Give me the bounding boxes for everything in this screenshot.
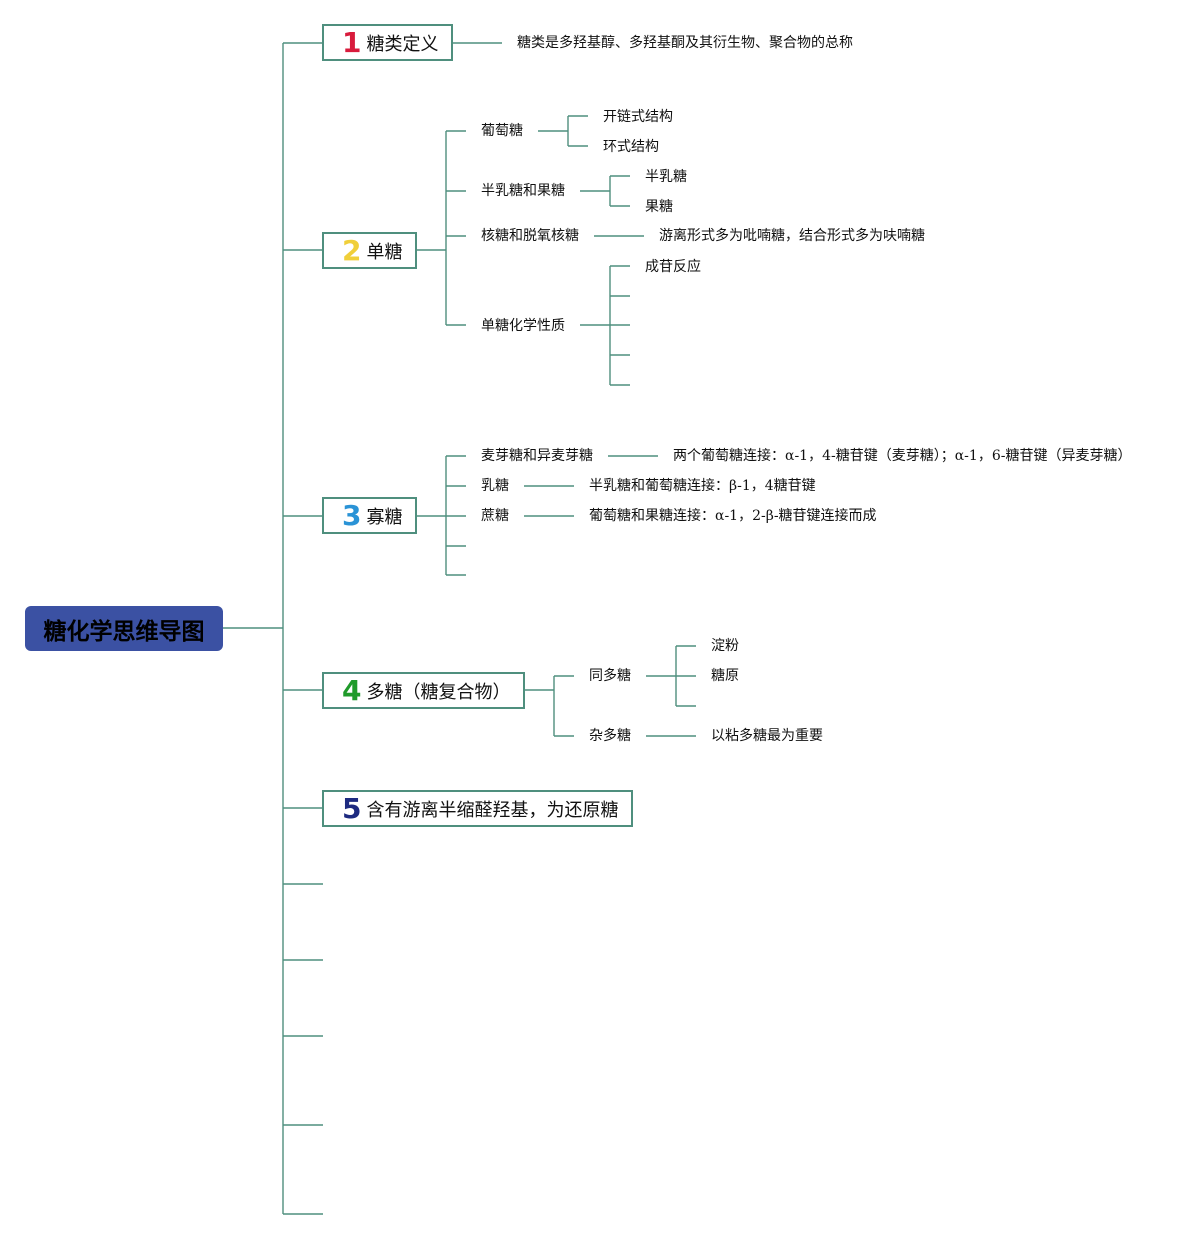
topic-label: 含有游离半缩醛羟基，为还原糖 xyxy=(366,799,619,821)
node-lactose[interactable]: 乳糖 xyxy=(481,478,509,494)
node-sucrose[interactable]: 蔗糖 xyxy=(481,508,509,524)
topic-number: 4 xyxy=(342,673,362,707)
node-maltose[interactable]: 麦芽糖和异麦芽糖 xyxy=(481,448,593,464)
root-title: 糖化学思维导图 xyxy=(43,618,205,645)
node-ring[interactable]: 环式结构 xyxy=(603,139,659,155)
node-glycogen[interactable]: 糖原 xyxy=(711,668,739,684)
topic-reducing-sugar[interactable]: 5 含有游离半缩醛羟基，为还原糖 xyxy=(322,790,633,827)
node-glycoside[interactable]: 成苷反应 xyxy=(645,259,701,275)
topic-number: 1 xyxy=(342,25,362,59)
topic-label: 糖类定义 xyxy=(366,33,439,55)
topic-polysaccharide[interactable]: 4 多糖（糖复合物） xyxy=(322,672,525,709)
node-mono-chem[interactable]: 单糖化学性质 xyxy=(481,318,565,334)
topic-number: 2 xyxy=(342,233,362,267)
node-ribose[interactable]: 核糖和脱氧核糖 xyxy=(481,228,579,244)
topic-label: 单糖 xyxy=(366,241,403,263)
node-starch[interactable]: 淀粉 xyxy=(711,638,739,654)
topic-label: 多糖（糖复合物） xyxy=(366,681,511,703)
node-sucrose-note[interactable]: 葡萄糖和果糖连接：α-1，2-β-糖苷键连接而成 xyxy=(589,508,877,524)
root-node[interactable]: 糖化学思维导图 xyxy=(25,606,223,651)
definition-text[interactable]: 糖类是多羟基醇、多羟基酮及其衍生物、聚合物的总称 xyxy=(517,35,853,51)
node-maltose-note[interactable]: 两个葡萄糖连接：α-1，4-糖苷键（麦芽糖）；α-1，6-糖苷键（异麦芽糖） xyxy=(673,448,1132,464)
topic-monosaccharide[interactable]: 2 单糖 xyxy=(322,232,417,269)
topic-oligosaccharide[interactable]: 3 寡糖 xyxy=(322,497,417,534)
topic-number: 5 xyxy=(342,791,362,825)
node-heteropolysaccharide[interactable]: 杂多糖 xyxy=(589,728,631,744)
node-hetero-note[interactable]: 以粘多糖最为重要 xyxy=(711,728,823,744)
node-lactose-note[interactable]: 半乳糖和葡萄糖连接：β-1，4糖苷键 xyxy=(589,478,816,494)
topic-number: 3 xyxy=(342,498,362,532)
node-ribose-note[interactable]: 游离形式多为吡喃糖，结合形式多为呋喃糖 xyxy=(659,228,925,244)
topic-definition[interactable]: 1 糖类定义 xyxy=(322,24,453,61)
node-fructose[interactable]: 果糖 xyxy=(645,199,673,215)
node-homopolysaccharide[interactable]: 同多糖 xyxy=(589,668,631,684)
node-open-chain[interactable]: 开链式结构 xyxy=(603,109,673,125)
node-glucose[interactable]: 葡萄糖 xyxy=(481,123,523,139)
node-galactose-fructose[interactable]: 半乳糖和果糖 xyxy=(481,183,565,199)
topic-label: 寡糖 xyxy=(366,506,403,528)
node-galactose[interactable]: 半乳糖 xyxy=(645,169,687,185)
